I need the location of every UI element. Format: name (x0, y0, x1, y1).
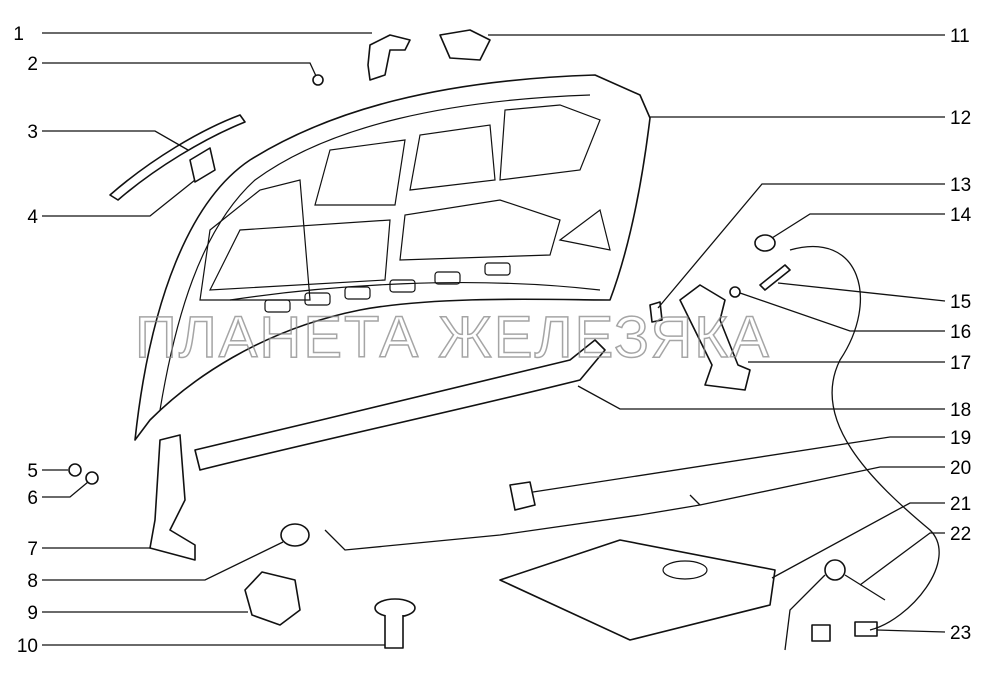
seal-strip-3 (109, 114, 246, 201)
callout-3: 3 (27, 122, 38, 143)
hood-panel (134, 74, 651, 441)
adjustable-stop-10 (374, 598, 416, 649)
nut-5 (68, 463, 82, 477)
callout-6: 6 (27, 488, 38, 509)
callout-9: 9 (27, 603, 38, 624)
bolt-6 (85, 471, 99, 485)
buffer-11 (439, 29, 491, 61)
callout-7: 7 (27, 539, 38, 560)
hood-lock-hook (367, 34, 411, 81)
hinge-7 (149, 434, 196, 561)
callout-14: 14 (950, 205, 972, 226)
washer-16 (729, 286, 741, 298)
spring-22 (784, 559, 886, 651)
callout-22: 22 (950, 524, 971, 545)
cable-end-15 (759, 264, 791, 291)
callout-10: 10 (17, 636, 38, 657)
cover-21 (499, 539, 776, 641)
watermark: ПЛАНЕТА ЖЕЛЕЗЯКА (135, 305, 771, 370)
prop-rod-20 (324, 494, 702, 551)
callout-16: 16 (950, 322, 971, 343)
bracket-9 (244, 571, 301, 626)
callout-18: 18 (950, 400, 971, 421)
release-cable (789, 245, 940, 631)
release-lever-17 (679, 284, 751, 391)
callout-1: 1 (13, 24, 24, 45)
callout-17: 17 (950, 353, 971, 374)
callout-15: 15 (950, 292, 971, 313)
callout-19: 19 (950, 428, 971, 449)
callout-12: 12 (950, 108, 971, 129)
callout-13: 13 (950, 175, 971, 196)
callout-2: 2 (27, 54, 38, 75)
leader-lines (42, 32, 946, 646)
callout-20: 20 (950, 458, 971, 479)
nut-2 (312, 74, 324, 86)
cable-sheath-23 (811, 621, 878, 642)
callout-5: 5 (27, 461, 38, 482)
callout-21: 21 (950, 494, 971, 515)
callout-23: 23 (950, 623, 971, 644)
callout-11: 11 (950, 26, 970, 47)
callout-8: 8 (27, 571, 38, 592)
bump-stop-8 (280, 523, 310, 547)
clip-4 (189, 147, 216, 183)
callout-labels-right: 11 12 13 14 15 16 17 18 19 20 21 22 23 (950, 26, 972, 644)
callout-labels-left: 1 2 3 4 5 6 7 8 9 10 (13, 24, 38, 657)
grommet-14 (754, 234, 776, 252)
reinforcement-18 (194, 339, 606, 471)
callout-4: 4 (27, 207, 38, 228)
clip-19 (509, 481, 536, 511)
